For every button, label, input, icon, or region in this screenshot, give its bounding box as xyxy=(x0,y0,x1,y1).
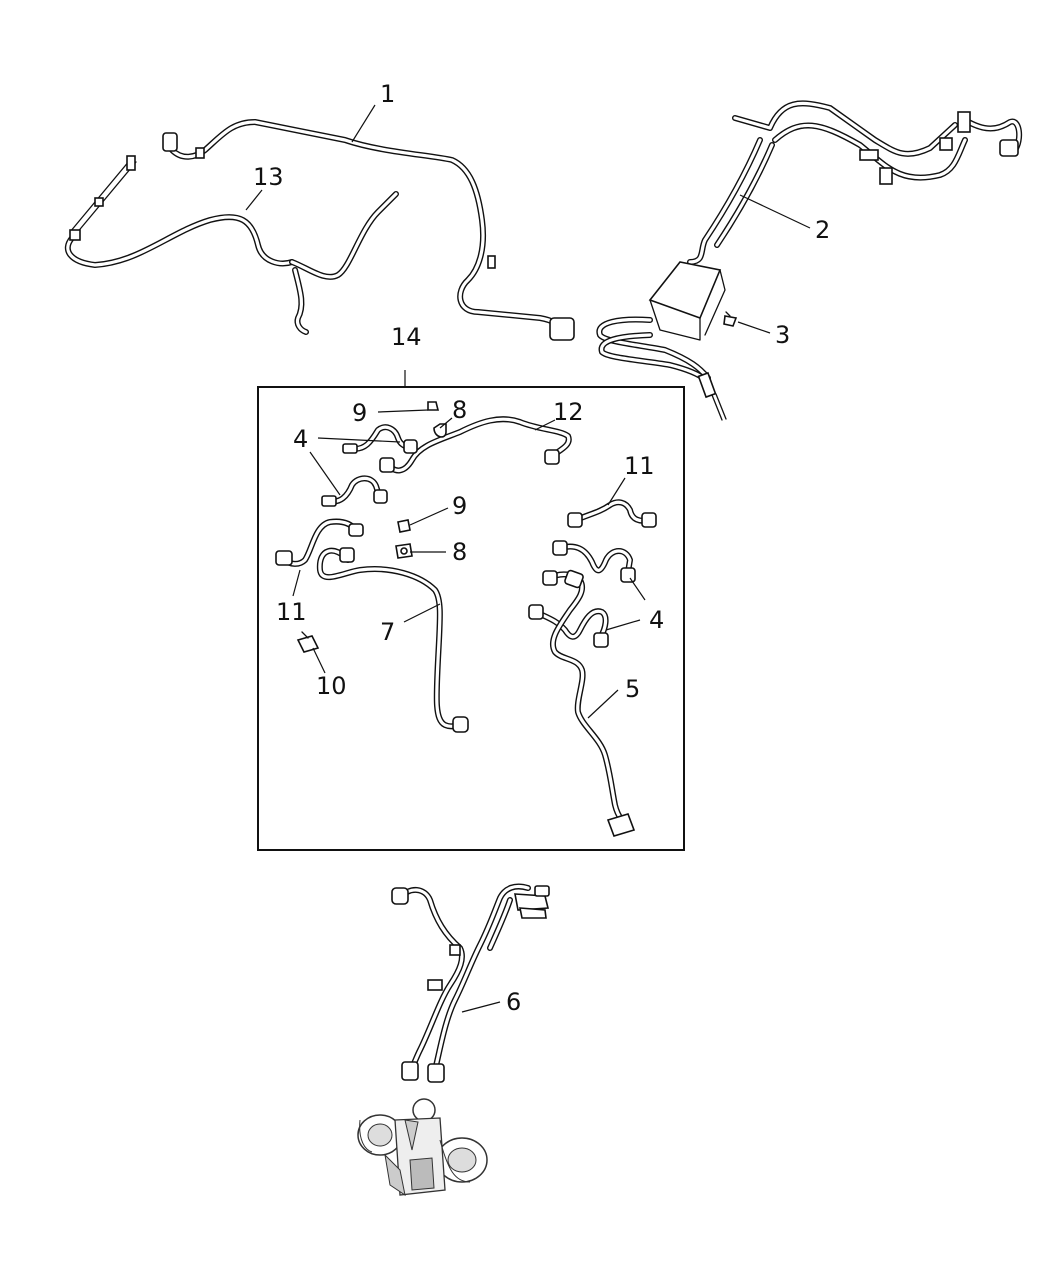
part-9-nut-upper[interactable] xyxy=(427,401,440,411)
callout-labels: 1 2 3 13 14 9 8 12 4 11 9 8 4 11 7 10 5 … xyxy=(253,80,830,1016)
part-11-injector-line-left[interactable] xyxy=(275,518,364,567)
fuel-pump-icon xyxy=(357,1098,488,1197)
part-8-clamp-lower[interactable] xyxy=(395,543,413,559)
callout-5: 5 xyxy=(625,675,640,703)
callout-2: 2 xyxy=(815,216,830,244)
callout-9-upper: 9 xyxy=(352,399,367,427)
callout-9-lower: 9 xyxy=(452,492,467,520)
callout-6: 6 xyxy=(506,988,521,1016)
part-13-fuel-line[interactable] xyxy=(64,155,399,335)
callout-14: 14 xyxy=(391,323,422,351)
part-1-fuel-line[interactable] xyxy=(162,119,575,341)
callout-13: 13 xyxy=(253,163,284,191)
part-3-clip[interactable] xyxy=(723,311,738,327)
leader-lines xyxy=(245,104,811,1013)
callout-11-right: 11 xyxy=(624,452,655,480)
callout-11-left: 11 xyxy=(276,598,307,626)
callout-7: 7 xyxy=(380,618,395,646)
part-14-kit-box xyxy=(257,386,685,851)
callout-8-lower: 8 xyxy=(452,538,467,566)
callout-10: 10 xyxy=(316,672,347,700)
part-10-clip[interactable] xyxy=(296,631,320,653)
part-12-fuel-line[interactable] xyxy=(379,416,572,474)
part-7-fuel-line[interactable] xyxy=(316,547,469,733)
callout-4-right: 4 xyxy=(649,606,664,634)
callout-8-upper: 8 xyxy=(452,396,467,424)
part-6-pump-fuel-lines[interactable] xyxy=(391,883,550,1083)
part-4-injector-line-right[interactable] xyxy=(528,540,636,648)
callout-4-left: 4 xyxy=(293,425,308,453)
callout-3: 3 xyxy=(775,321,790,349)
part-5-fuel-line[interactable] xyxy=(542,569,636,837)
callout-1: 1 xyxy=(380,80,395,108)
callout-12: 12 xyxy=(553,398,584,426)
part-8-clamp-upper[interactable] xyxy=(433,423,447,438)
part-9-nut-lower[interactable] xyxy=(397,519,411,533)
part-2-fuel-line-assembly[interactable] xyxy=(596,100,1023,421)
part-4-injector-line-upper[interactable] xyxy=(321,424,418,507)
part-11-injector-line-right[interactable] xyxy=(567,499,657,528)
